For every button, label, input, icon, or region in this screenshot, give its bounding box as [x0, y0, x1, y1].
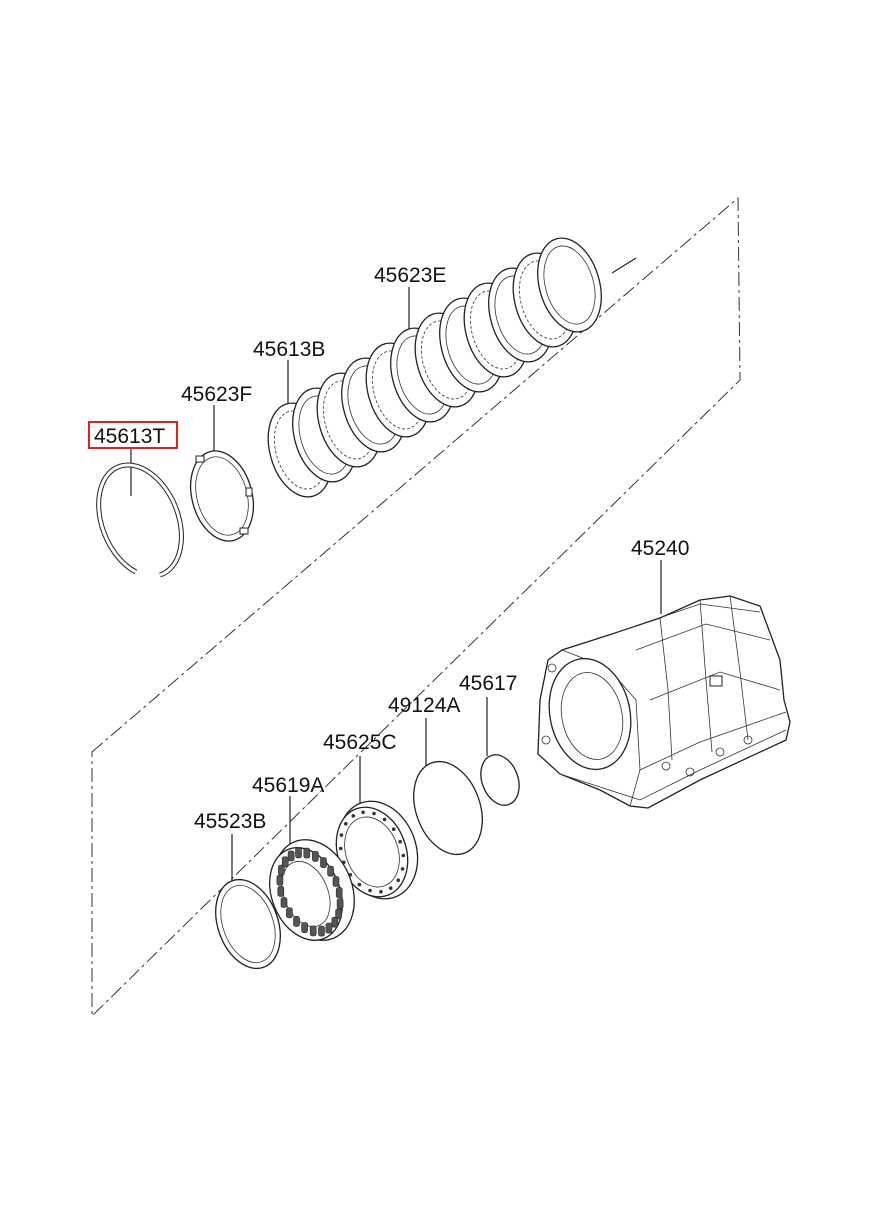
piston-hole	[361, 810, 365, 815]
piston-hole	[338, 846, 343, 851]
return-spring	[278, 864, 285, 876]
piston-hole	[400, 867, 405, 871]
return-spring	[312, 851, 319, 862]
piston-hole	[344, 822, 348, 826]
transmission-case-45240[interactable]	[537, 560, 791, 809]
return-spring	[303, 847, 311, 859]
piston-hole	[398, 839, 403, 844]
piston-hole	[372, 811, 376, 816]
piston-hole	[357, 882, 362, 887]
return-spring	[335, 887, 343, 898]
return-spring	[335, 908, 342, 920]
piston-hole	[388, 886, 393, 890]
return-spring	[318, 925, 325, 937]
snap-ring-45523b[interactable]	[204, 834, 292, 977]
return-spring	[276, 874, 284, 886]
spring-retainer-45619a[interactable]	[256, 796, 368, 952]
piston-hole	[379, 889, 383, 894]
callout-45623e[interactable]: 45623E	[374, 264, 446, 287]
callout-49124a[interactable]: 49124A	[388, 694, 460, 717]
return-spring	[331, 916, 339, 928]
return-spring	[336, 898, 344, 910]
piston-hole	[368, 888, 372, 893]
return-spring	[332, 876, 340, 887]
piston-hole	[391, 827, 396, 831]
pressure-plate-45623f[interactable]	[181, 405, 263, 548]
callout-45617[interactable]: 45617	[459, 672, 517, 695]
return-spring	[281, 856, 289, 868]
callout-45625c[interactable]: 45625C	[323, 731, 397, 754]
return-spring	[277, 886, 285, 897]
piston-hole	[396, 878, 401, 882]
callout-45619a[interactable]: 45619A	[252, 774, 324, 797]
return-spring	[320, 857, 327, 868]
return-spring	[327, 865, 334, 877]
assembly-boundary	[91, 196, 741, 1018]
return-spring	[280, 897, 288, 908]
piston-45625c[interactable]	[324, 756, 430, 910]
callout-45613b[interactable]: 45613B	[253, 338, 325, 361]
piston-hole	[351, 814, 356, 818]
return-spring	[293, 916, 300, 927]
snap-ring-45613t[interactable]	[96, 448, 184, 578]
return-spring	[309, 925, 317, 937]
clutch-pack[interactable]	[258, 231, 637, 505]
callout-45523b[interactable]: 45523B	[194, 810, 266, 833]
piston-hole	[339, 833, 344, 837]
return-spring	[325, 922, 333, 934]
callout-45240[interactable]: 45240	[631, 537, 689, 560]
return-spring	[301, 922, 308, 933]
highlight-box	[88, 421, 178, 449]
return-spring	[295, 847, 302, 859]
piston-hole	[401, 853, 406, 858]
o-ring-49124a[interactable]	[402, 718, 495, 864]
callout-45613t[interactable]: 45613T	[94, 425, 165, 448]
callout-45623f[interactable]: 45623F	[181, 383, 252, 406]
plate-inner-edge	[543, 245, 596, 325]
o-ring-45617[interactable]	[474, 697, 526, 811]
piston-hole	[382, 817, 387, 822]
return-spring	[286, 907, 293, 919]
return-spring	[287, 850, 295, 862]
